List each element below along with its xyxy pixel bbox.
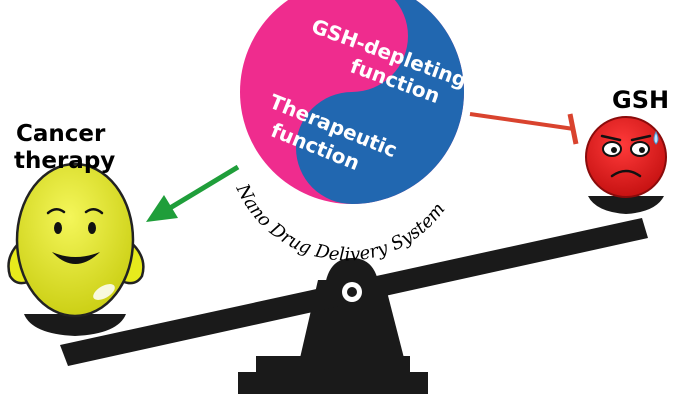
gsh-character [585, 116, 667, 214]
yellow-face-body [15, 162, 135, 318]
yellow-face-smile [52, 252, 100, 264]
red-face-brow-right [630, 134, 652, 142]
inhibit-line-bar [567, 113, 579, 145]
cancer-therapy-label-line2: therapy [14, 148, 115, 174]
gsh-label: GSH [612, 86, 669, 114]
inhibit-line-shaft [469, 112, 575, 131]
red-face-pupil-left [611, 147, 617, 153]
inhibit-line [469, 112, 579, 145]
red-face-sweat-drop [653, 130, 659, 145]
yin-yang-blue-half [296, 0, 464, 204]
promote-arrow-head [146, 195, 178, 222]
red-face-frown [610, 169, 642, 178]
red-face-brow-left [600, 134, 622, 142]
seesaw-base-bottom [238, 372, 428, 394]
yin-yang-circle [240, 0, 464, 204]
yellow-face-brow-right [84, 208, 104, 215]
seesaw-base-top [256, 356, 410, 374]
seesaw-pivot-cap [324, 258, 380, 300]
cancer-therapy-label-line1: Cancer [16, 121, 106, 147]
promote-arrow [146, 164, 240, 222]
cancer-therapy-character [7, 162, 145, 336]
yellow-face-eye-left [54, 222, 62, 234]
yellow-face-eye-right [88, 222, 96, 234]
red-face-pupil-right [639, 147, 645, 153]
yellow-face-highlight [93, 284, 115, 300]
seesaw [60, 218, 648, 394]
red-face-body [585, 116, 667, 198]
left-tray [24, 314, 126, 336]
seesaw-pivot-pin [347, 287, 357, 297]
promote-arrow-shaft [168, 164, 240, 211]
right-tray [588, 196, 664, 214]
yellow-face-brow-left [46, 208, 66, 215]
